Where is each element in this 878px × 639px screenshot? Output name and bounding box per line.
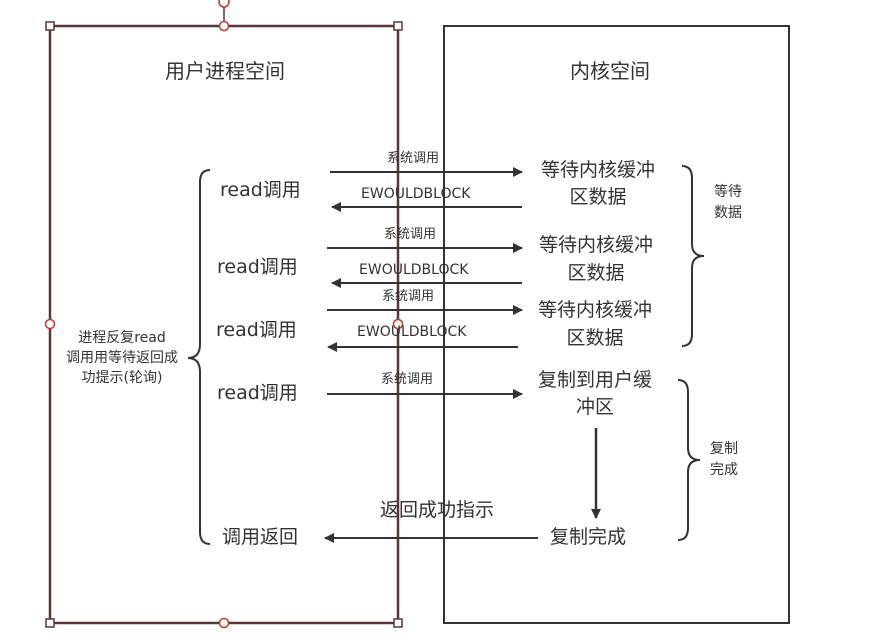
- ewouldblock-label-3: EWOULDBLOCK: [357, 324, 467, 340]
- resize-handle-bottom-right[interactable]: [393, 618, 403, 628]
- kernel-wait-text-2b: 区数据: [567, 262, 625, 284]
- return-call-text: 调用返回: [222, 526, 299, 548]
- ewouldblock-label-1: EWOULDBLOCK: [361, 186, 471, 202]
- rotate-handle[interactable]: [218, 0, 230, 8]
- copy-brace: [677, 379, 701, 541]
- read-call-2: read调用: [217, 256, 298, 278]
- copy-complete-label-2: 完成: [710, 462, 738, 478]
- copy-complete-text: 复制完成: [550, 526, 627, 548]
- user-space-title: 用户进程空间: [165, 59, 285, 83]
- success-message: 返回成功指示: [380, 499, 495, 521]
- resize-handle-bottom[interactable]: [218, 617, 230, 629]
- copy-complete-label-1: 复制: [710, 441, 738, 457]
- polling-note-line1: 进程反复read: [78, 330, 166, 346]
- resize-handle-top-left[interactable]: [45, 21, 55, 31]
- polling-note-line3: 功提示(轮询): [81, 370, 163, 386]
- left-brace: [187, 169, 211, 545]
- read-call-3: read调用: [216, 319, 297, 341]
- kernel-wait-text-1a: 等待内核缓冲: [540, 159, 655, 181]
- resize-handle-right[interactable]: [392, 318, 404, 330]
- ewouldblock-label-2: EWOULDBLOCK: [359, 262, 469, 278]
- resize-handle-top-right[interactable]: [393, 21, 403, 31]
- kernel-space-box: [443, 25, 790, 624]
- syscall-label-1: 系统调用: [387, 151, 440, 166]
- kernel-copy-text-a: 复制到用户缓: [537, 369, 652, 391]
- resize-handle-left[interactable]: [44, 318, 56, 330]
- kernel-wait-text-1b: 区数据: [569, 186, 627, 208]
- kernel-wait-text-2a: 等待内核缓冲: [538, 234, 653, 256]
- syscall-label-4: 系统调用: [381, 372, 434, 387]
- kernel-copy-text-b: 冲区: [575, 396, 614, 418]
- wait-brace: [681, 165, 705, 347]
- read-call-4: read调用: [217, 382, 298, 404]
- resize-handle-bottom-left[interactable]: [45, 618, 55, 628]
- wait-data-label-2: 数据: [714, 205, 742, 221]
- kernel-wait-text-3a: 等待内核缓冲: [537, 299, 652, 321]
- kernel-space-title: 内核空间: [570, 59, 650, 83]
- resize-handle-top[interactable]: [218, 20, 230, 32]
- read-call-1: read调用: [220, 179, 301, 201]
- syscall-label-3: 系统调用: [382, 289, 435, 304]
- wait-data-label-1: 等待: [714, 184, 742, 200]
- syscall-label-2: 系统调用: [384, 227, 437, 242]
- kernel-wait-text-3b: 区数据: [566, 327, 624, 349]
- polling-note-line2: 调用用等待返回成: [66, 350, 178, 366]
